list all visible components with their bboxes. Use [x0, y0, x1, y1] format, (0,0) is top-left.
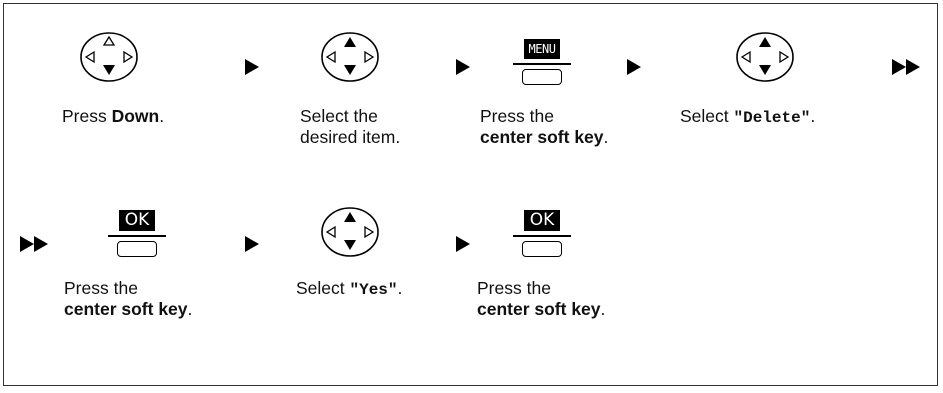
- ok-key-label: OK: [524, 210, 560, 231]
- step-4-caption: Select "Delete".: [680, 106, 816, 127]
- step-6-caption: Select "Yes".: [296, 278, 403, 299]
- ok-key-label: OK: [119, 210, 155, 231]
- step-1-caption: Press Down.: [62, 106, 165, 126]
- next-step-arrow-icon: [627, 59, 641, 75]
- menu-key-label: MENU: [524, 39, 560, 59]
- instruction-frame: [3, 3, 938, 386]
- next-step-arrow-icon: [245, 59, 259, 75]
- step-5-caption: Press the center soft key.: [64, 278, 193, 319]
- next-step-arrow-icon: [456, 236, 470, 252]
- navigator-up-down-icon: [319, 31, 381, 83]
- ok-soft-key-icon: OK: [108, 210, 166, 257]
- navigator-up-down-icon: [734, 31, 796, 83]
- next-step-arrow-icon: [245, 236, 259, 252]
- step-7-caption: Press the center soft key.: [477, 278, 606, 319]
- step-2-caption: Select the desired item.: [300, 106, 401, 147]
- continued-arrow-icon: [892, 59, 920, 75]
- navigator-down-icon: [78, 31, 140, 83]
- menu-soft-key-icon: MENU: [513, 39, 571, 85]
- step-3-caption: Press the center soft key.: [480, 106, 609, 147]
- continued-arrow-icon: [20, 236, 48, 252]
- ok-soft-key-icon: OK: [513, 210, 571, 257]
- next-step-arrow-icon: [456, 59, 470, 75]
- navigator-up-down-icon: [319, 206, 381, 258]
